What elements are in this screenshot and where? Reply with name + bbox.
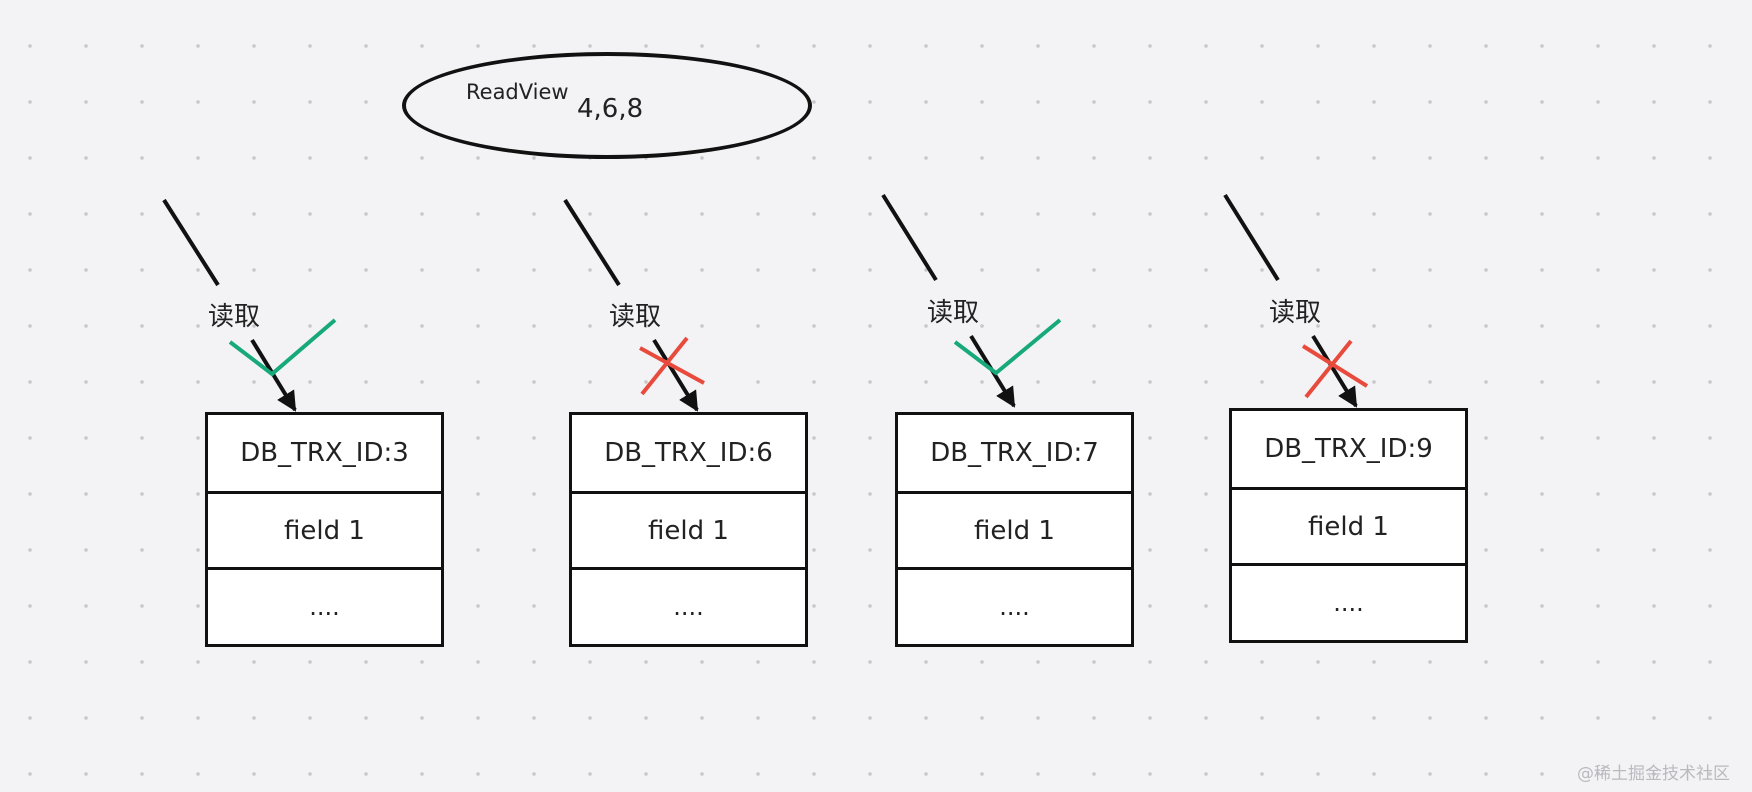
trx-id-cell: DB_TRX_ID:3 [240,438,409,468]
read-label-2: 读取 [609,302,662,332]
field-cell: field 1 [898,491,1131,567]
readview-title: ReadView [466,80,569,104]
trx-id-cell: DB_TRX_ID:9 [1264,434,1433,464]
field-cell: field 1 [208,491,441,567]
check-mark-icon [953,318,1062,376]
version-record-3: DB_TRX_ID:7 field 1 .... [895,412,1134,647]
cross-mark-icon [639,336,705,396]
ellipsis-cell: .... [1232,563,1465,640]
read-label-1: 读取 [208,302,261,332]
read-label-4: 读取 [1269,298,1322,328]
watermark: @稀土掘金技术社区 [1577,764,1730,784]
readview-active-ids: 4,6,8 [577,94,644,124]
read-label-3: 读取 [927,298,980,328]
ellipsis-cell: .... [572,567,805,644]
readview-ellipse: ReadView 4,6,8 [402,52,812,159]
check-mark-icon [228,318,337,377]
version-record-4: DB_TRX_ID:9 field 1 .... [1229,408,1468,643]
read-arrow-2 [563,198,699,412]
ellipsis-cell: .... [898,567,1131,644]
ellipsis-cell: .... [208,567,441,644]
trx-id-cell: DB_TRX_ID:6 [604,438,773,468]
field-cell: field 1 [572,491,805,567]
cross-mark-icon [1301,339,1369,399]
trx-id-cell: DB_TRX_ID:7 [930,438,1099,468]
version-record-1: DB_TRX_ID:3 field 1 .... [205,412,444,647]
field-cell: field 1 [1232,487,1465,563]
read-arrow-4 [1223,193,1358,408]
version-record-2: DB_TRX_ID:6 field 1 .... [569,412,808,647]
